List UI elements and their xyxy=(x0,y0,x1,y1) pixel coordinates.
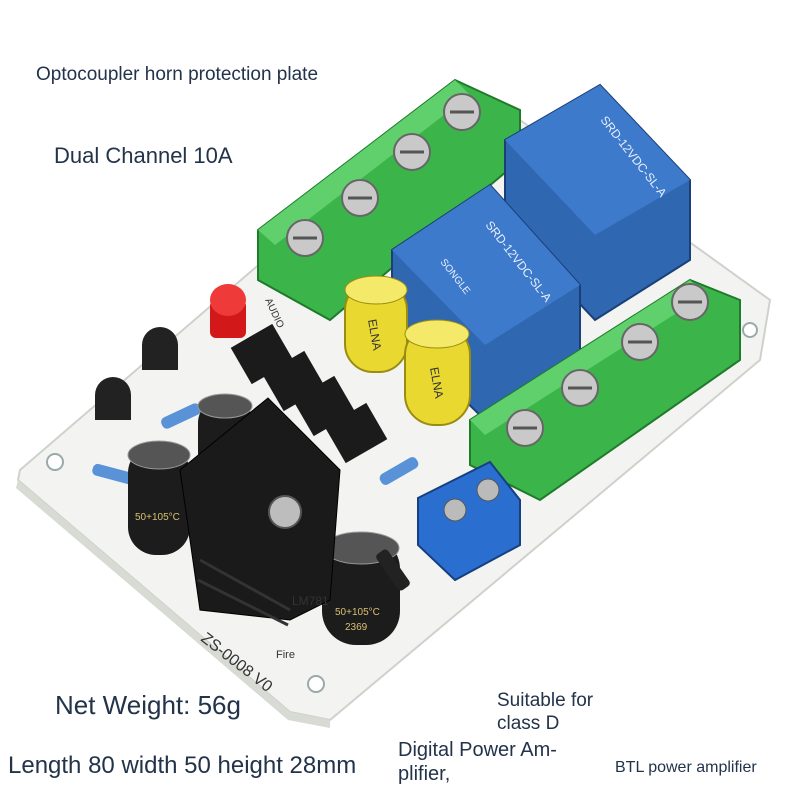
led-red xyxy=(210,284,246,338)
terminal-block-rear xyxy=(257,78,521,322)
terminal-screw xyxy=(561,369,599,407)
cap-rating-text: 50+105°C xyxy=(335,607,380,618)
mounting-hole xyxy=(307,675,325,693)
transistor xyxy=(95,377,131,420)
dimensions-caption: Length 80 width 50 height 28mm xyxy=(8,752,357,779)
channel-caption: Dual Channel 10A xyxy=(54,143,233,168)
terminal-screw xyxy=(443,93,481,131)
heatsink xyxy=(179,397,341,627)
relay-rear: SRD-12VDC-SL-A xyxy=(504,83,691,322)
btl-caption: BTL power amplifier xyxy=(615,759,757,776)
title-caption: Optocoupler horn protection plate xyxy=(36,64,319,85)
terminal-screw xyxy=(506,409,544,447)
cap-value-text: 2369 xyxy=(345,622,368,633)
cap-brand-text: ELNA xyxy=(427,366,446,399)
weight-caption: Net Weight: 56g xyxy=(55,690,241,720)
capacitor-yellow: ELNA xyxy=(404,319,471,426)
terminal-screw xyxy=(671,283,709,321)
resistor xyxy=(161,403,201,429)
terminal-screw xyxy=(621,323,659,361)
terminal-screw xyxy=(341,179,379,217)
resistor xyxy=(92,463,134,485)
diode xyxy=(376,549,410,591)
terminal-screw xyxy=(286,219,324,257)
cap-brand-text: ELNA xyxy=(365,318,384,351)
terminal-screw xyxy=(393,133,431,171)
suitable-caption: Suitable for class D xyxy=(497,690,594,734)
digital-caption: Digital Power Am- plifier, xyxy=(398,739,557,785)
terminal-block-front xyxy=(469,278,741,502)
capacitor-black: 50+105°C xyxy=(127,440,191,555)
resistor xyxy=(379,457,419,485)
cap-rating-text: 50+105°C xyxy=(135,512,180,523)
optocoupler xyxy=(324,402,388,464)
mounting-hole xyxy=(742,322,758,338)
regulator-screw xyxy=(268,495,302,529)
mounting-hole xyxy=(46,453,64,471)
capacitor-yellow: ELNA xyxy=(344,275,408,373)
fire-text: Fire xyxy=(276,649,295,661)
transistor xyxy=(142,327,178,370)
regulator-text: LM781 xyxy=(292,594,329,608)
power-terminal xyxy=(417,460,521,582)
